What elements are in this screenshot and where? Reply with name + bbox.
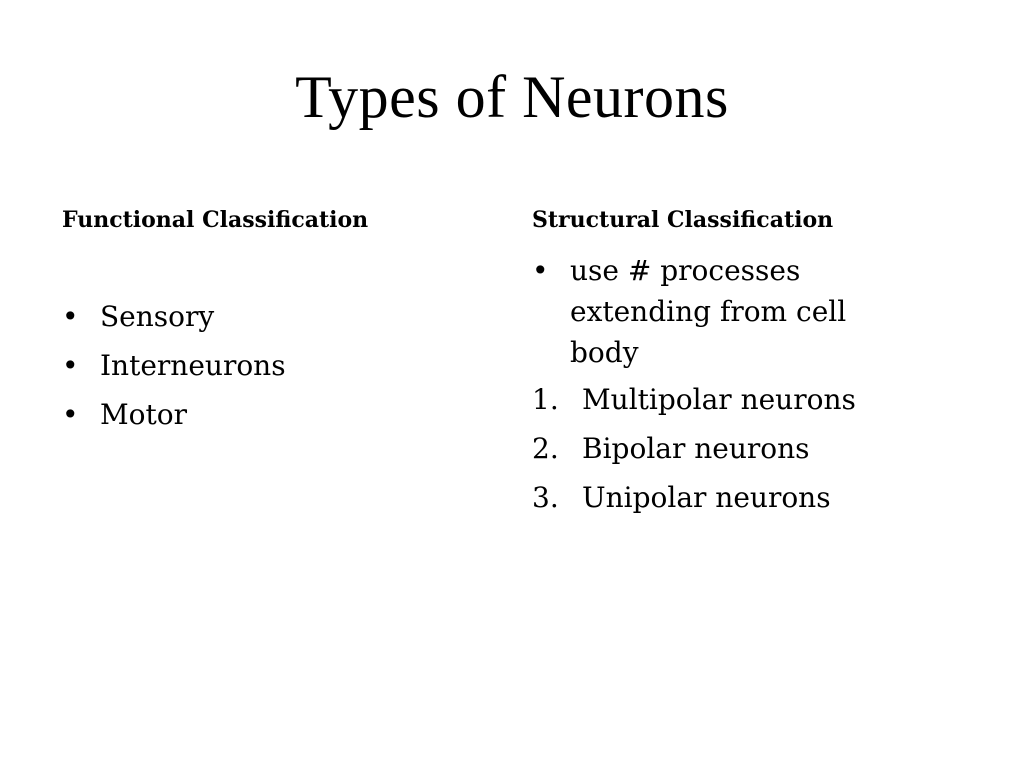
item-number: 1. — [532, 383, 559, 416]
list-item-text: Sensory — [100, 300, 215, 333]
structural-bullet-list: • use # processes extending from cell bo… — [532, 250, 902, 382]
bullet-icon: • — [532, 254, 549, 287]
functional-bullet-list: • Sensory • Interneurons • Motor — [62, 297, 462, 444]
bullet-icon: • — [62, 398, 79, 431]
list-item: • use # processes extending from cell bo… — [532, 250, 902, 373]
numbered-item: 3. Unipolar neurons — [532, 478, 952, 518]
list-item: • Motor — [62, 395, 462, 435]
numbered-item: 2. Bipolar neurons — [532, 429, 952, 469]
list-item: • Interneurons — [62, 346, 462, 386]
numbered-item-text: Unipolar neurons — [582, 481, 831, 514]
list-item-text: Interneurons — [100, 349, 286, 382]
item-number: 2. — [532, 432, 559, 465]
numbered-item: 1. Multipolar neurons — [532, 380, 952, 420]
column-heading-structural: Structural Classification — [532, 207, 834, 233]
list-item-text: Motor — [100, 398, 188, 431]
item-number: 3. — [532, 481, 559, 514]
list-item-text: use # processes extending from cell body — [570, 254, 847, 369]
neuron-structure-list: 1. Multipolar neurons 2. Bipolar neurons… — [532, 380, 952, 527]
bullet-icon: • — [62, 349, 79, 382]
bullet-icon: • — [62, 300, 79, 333]
column-heading-functional: Functional Classification — [62, 207, 369, 233]
numbered-item-text: Bipolar neurons — [582, 432, 810, 465]
list-item: • Sensory — [62, 297, 462, 337]
slide-title: Types of Neurons — [295, 64, 729, 130]
numbered-item-text: Multipolar neurons — [582, 383, 856, 416]
